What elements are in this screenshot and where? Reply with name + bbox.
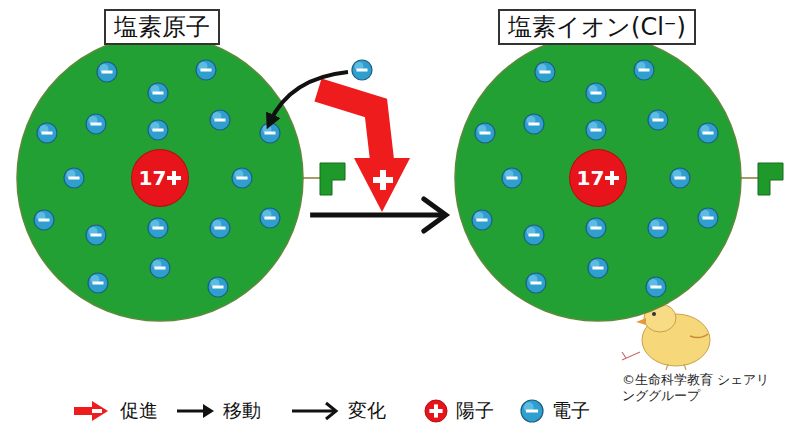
electron-symbol xyxy=(148,83,168,103)
electron-symbol xyxy=(210,110,230,130)
electron-symbol xyxy=(86,225,106,245)
electron-symbol xyxy=(521,400,543,422)
electron-symbol xyxy=(37,123,57,143)
flag-symbol xyxy=(758,163,783,195)
electron-symbol xyxy=(34,210,54,230)
electron-symbol xyxy=(260,123,280,143)
proton-count: 17 xyxy=(139,168,167,188)
legend-item: 電子 xyxy=(520,398,590,424)
promotion-arrow xyxy=(318,90,410,212)
electron-symbol xyxy=(150,258,170,278)
electron-symbol xyxy=(524,225,544,245)
electron-symbol xyxy=(64,168,84,188)
electron-symbol xyxy=(698,123,718,143)
legend-item: 陽子 xyxy=(424,398,494,424)
electron-symbol xyxy=(524,114,544,134)
legend-sample xyxy=(175,399,215,423)
electron-symbol xyxy=(646,277,666,297)
legend-item: 促進 xyxy=(72,398,158,424)
move-arrow xyxy=(270,72,348,122)
electron-symbol xyxy=(648,218,668,238)
electron-symbol xyxy=(352,60,372,80)
atom-heading: 塩素イオン(Cl⁻) xyxy=(498,9,696,45)
electron-symbol xyxy=(148,120,168,140)
electron-symbol xyxy=(586,218,606,238)
electron-symbol xyxy=(232,168,252,188)
legend-sample xyxy=(290,399,340,423)
atom-circle: 塩素原子17 xyxy=(17,35,303,321)
electron-symbol xyxy=(475,123,495,143)
legend-item: 変化 xyxy=(290,398,386,424)
electron-symbol xyxy=(502,168,522,188)
flag-symbol xyxy=(320,163,345,195)
electron-symbol xyxy=(97,62,117,82)
electron-symbol xyxy=(88,273,108,293)
change-arrow xyxy=(310,199,446,231)
plus-symbol xyxy=(605,171,619,185)
electron-symbol xyxy=(86,114,106,134)
electron-symbol xyxy=(586,120,606,140)
electron-symbol xyxy=(634,60,654,80)
plus-symbol xyxy=(167,171,181,185)
legend-item: 移動 xyxy=(175,398,261,424)
electron-symbol xyxy=(586,83,606,103)
proton-count: 17 xyxy=(577,168,605,188)
atom-circle: 塩素イオン(Cl⁻)17 xyxy=(455,35,741,321)
electron-symbol xyxy=(535,62,555,82)
copyright-note: ©生命科学教育 シェアリンググループ xyxy=(622,372,772,405)
legend-text: 移動 xyxy=(223,398,261,424)
electron-symbol xyxy=(588,258,608,278)
legend-text: 電子 xyxy=(552,398,590,424)
electron-symbol xyxy=(210,218,230,238)
electron-symbol xyxy=(196,60,216,80)
electron-symbol xyxy=(148,218,168,238)
electron-symbol xyxy=(208,277,228,297)
electron-symbol xyxy=(670,168,690,188)
electron-symbol xyxy=(260,208,280,228)
legend-text: 変化 xyxy=(348,398,386,424)
legend-text: 促進 xyxy=(120,398,158,424)
electron-symbol xyxy=(648,110,668,130)
electron-symbol xyxy=(698,208,718,228)
legend-sample xyxy=(72,399,112,423)
legend-text: 陽子 xyxy=(456,398,494,424)
atom-heading: 塩素原子 xyxy=(104,9,220,45)
legend-sample xyxy=(520,399,544,423)
electron-symbol xyxy=(472,210,492,230)
electron-symbol xyxy=(526,273,546,293)
legend-sample xyxy=(424,399,448,423)
